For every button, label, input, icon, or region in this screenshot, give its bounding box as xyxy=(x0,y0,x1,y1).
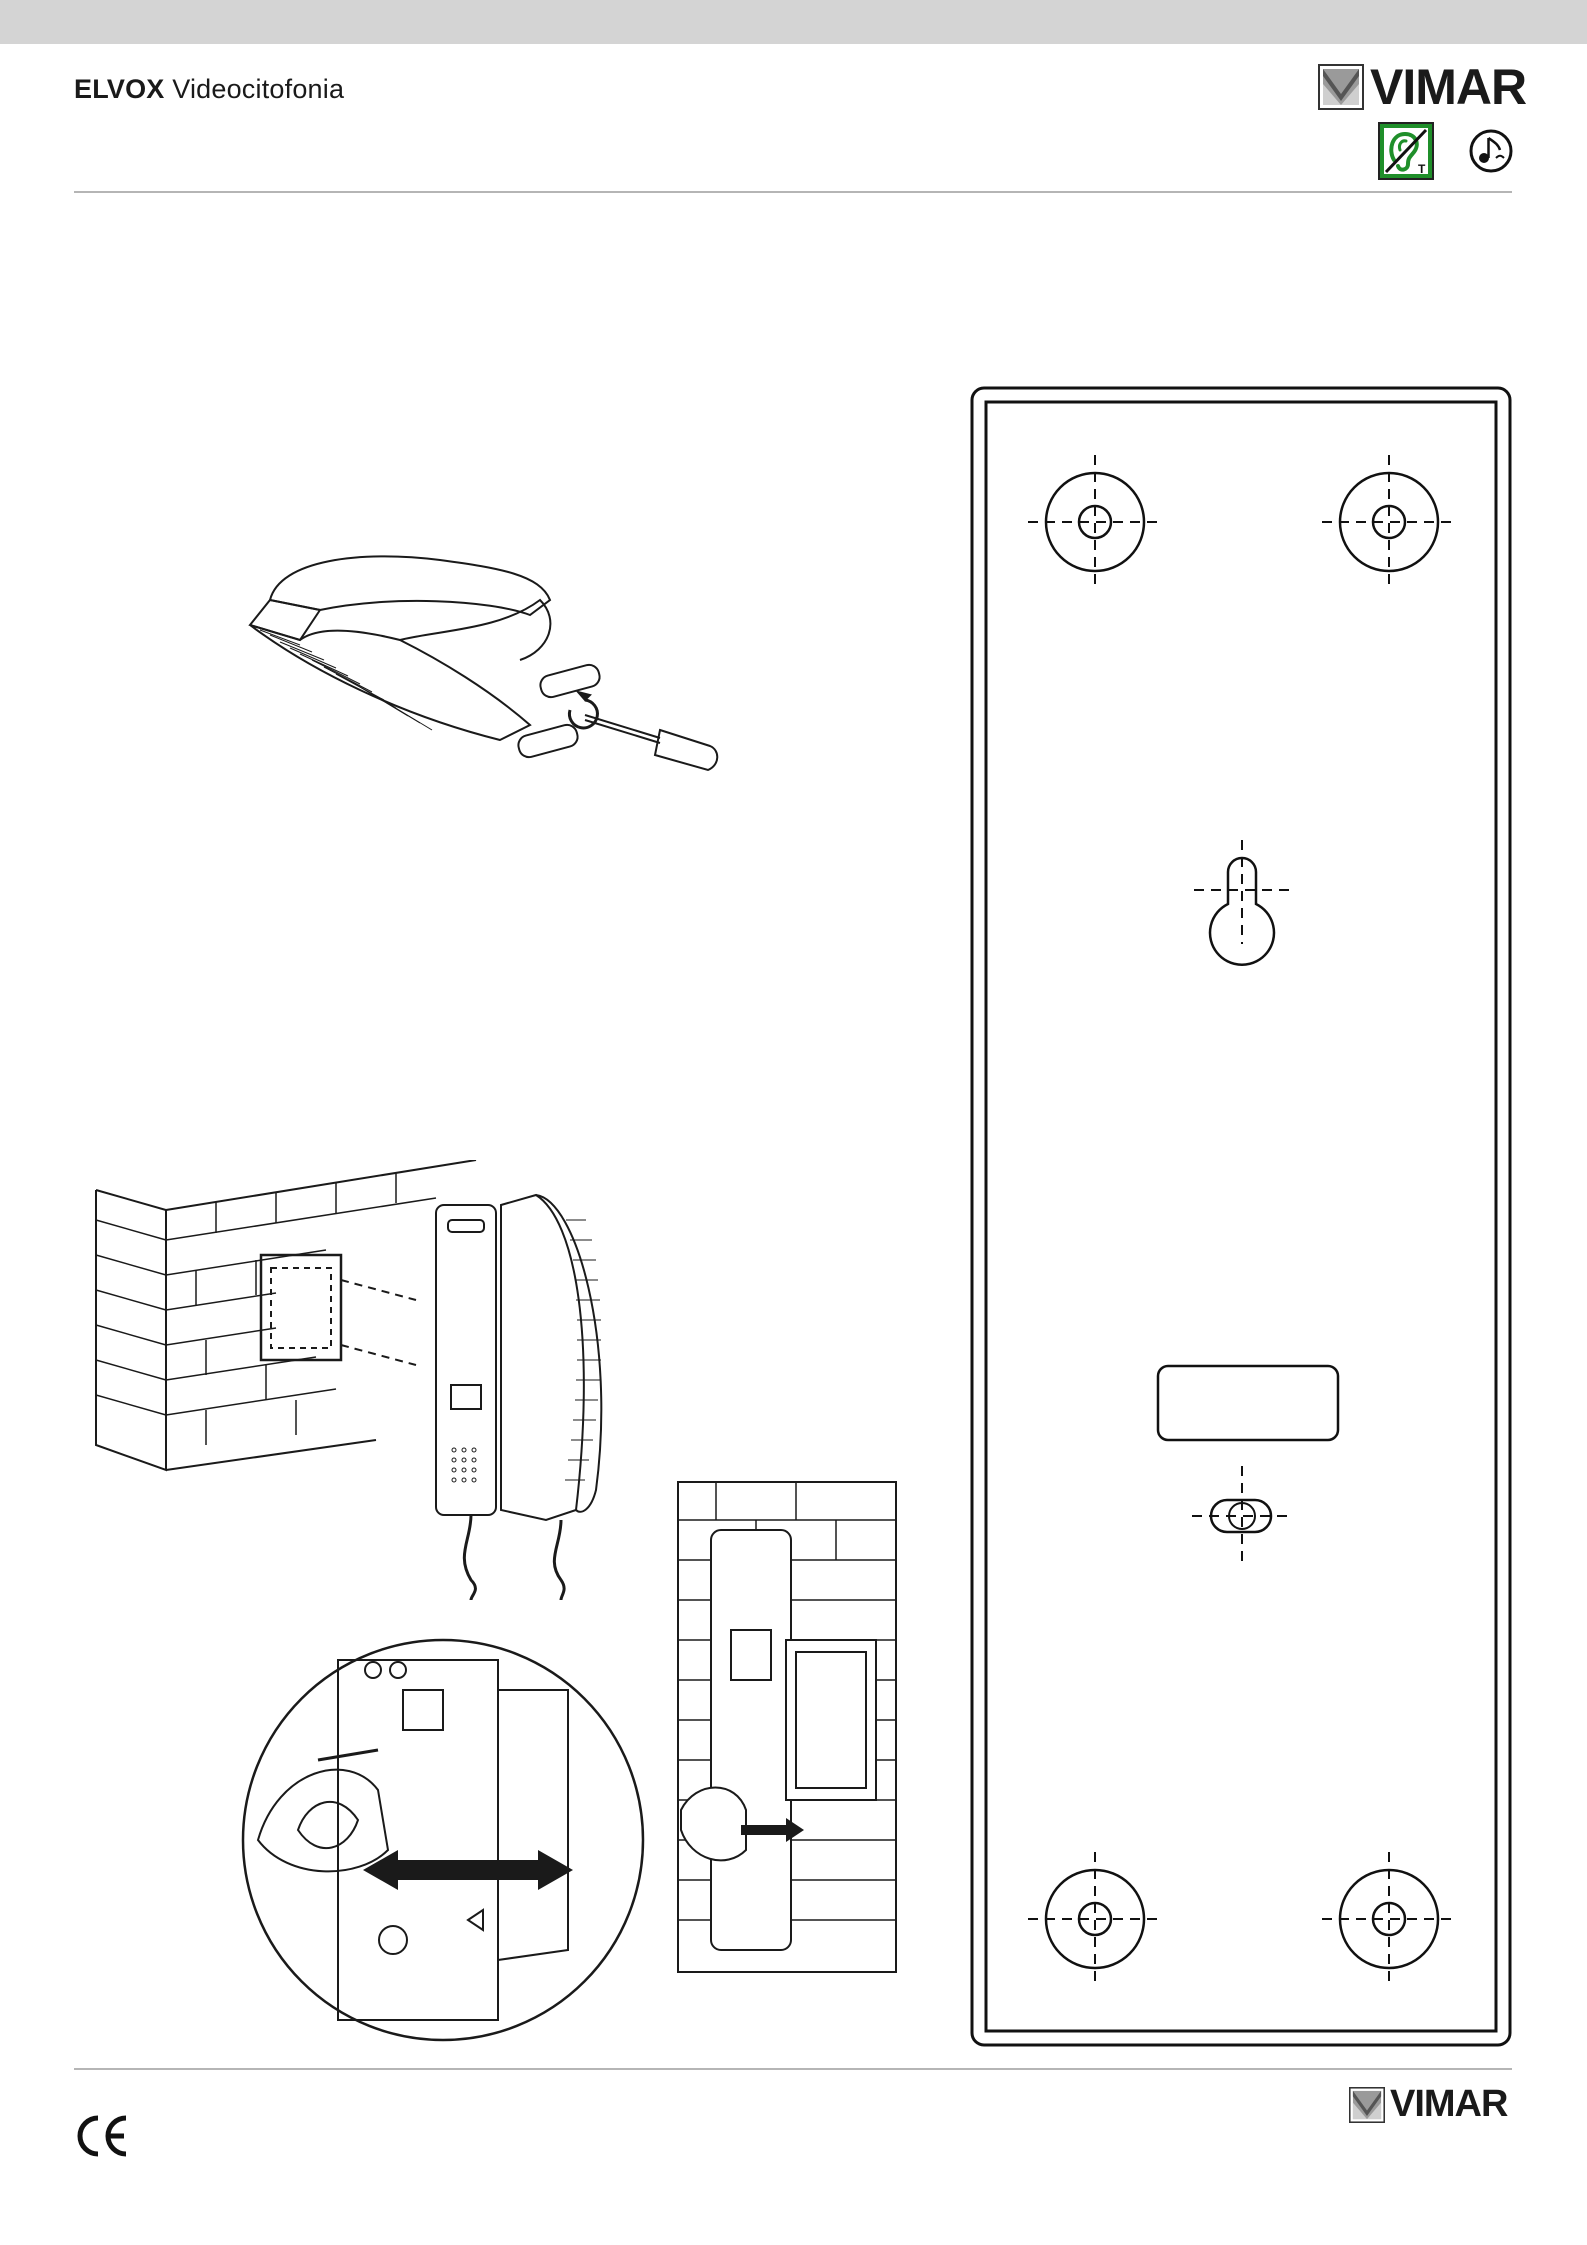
label-window xyxy=(1158,1366,1338,1440)
drilling-template xyxy=(968,384,1514,2049)
vimar-wordmark: VIMAR xyxy=(1390,2083,1507,2126)
header-divider xyxy=(74,191,1512,193)
vimar-logo-bottom: VIMAR xyxy=(1349,2083,1507,2126)
vimar-wordmark: VIMAR xyxy=(1370,58,1526,116)
mounting-hole-top-left xyxy=(1028,455,1162,589)
footer-divider xyxy=(74,2068,1512,2070)
vimar-logo-top: VIMAR xyxy=(1318,58,1526,116)
handset-screwdriver-illustration xyxy=(240,540,740,800)
hearing-aid-t-icon: T xyxy=(1378,122,1434,180)
mounting-hole-bottom-right xyxy=(1322,1852,1456,1986)
vimar-emblem-icon xyxy=(1318,64,1364,110)
detail-magnified-illustration xyxy=(238,1630,648,2050)
mounting-hole-bottom-left xyxy=(1028,1852,1162,1986)
wall-mounting-illustration xyxy=(76,1160,636,1600)
top-bar xyxy=(0,0,1587,44)
mounting-hole-top-right xyxy=(1322,455,1456,589)
vimar-emblem-icon xyxy=(1349,2087,1385,2123)
side-view-wall-mount-illustration xyxy=(676,1480,900,1980)
page-header-title: ELVOX Videocitofonia xyxy=(74,74,344,105)
svg-text:T: T xyxy=(1418,162,1426,176)
audio-signal-icon xyxy=(1468,128,1514,174)
product-line: Videocitofonia xyxy=(172,74,344,104)
keyhole-slot xyxy=(1194,840,1290,965)
oval-slot xyxy=(1192,1466,1292,1566)
brand-name: ELVOX xyxy=(74,74,165,104)
ce-mark-icon xyxy=(74,2114,130,2158)
